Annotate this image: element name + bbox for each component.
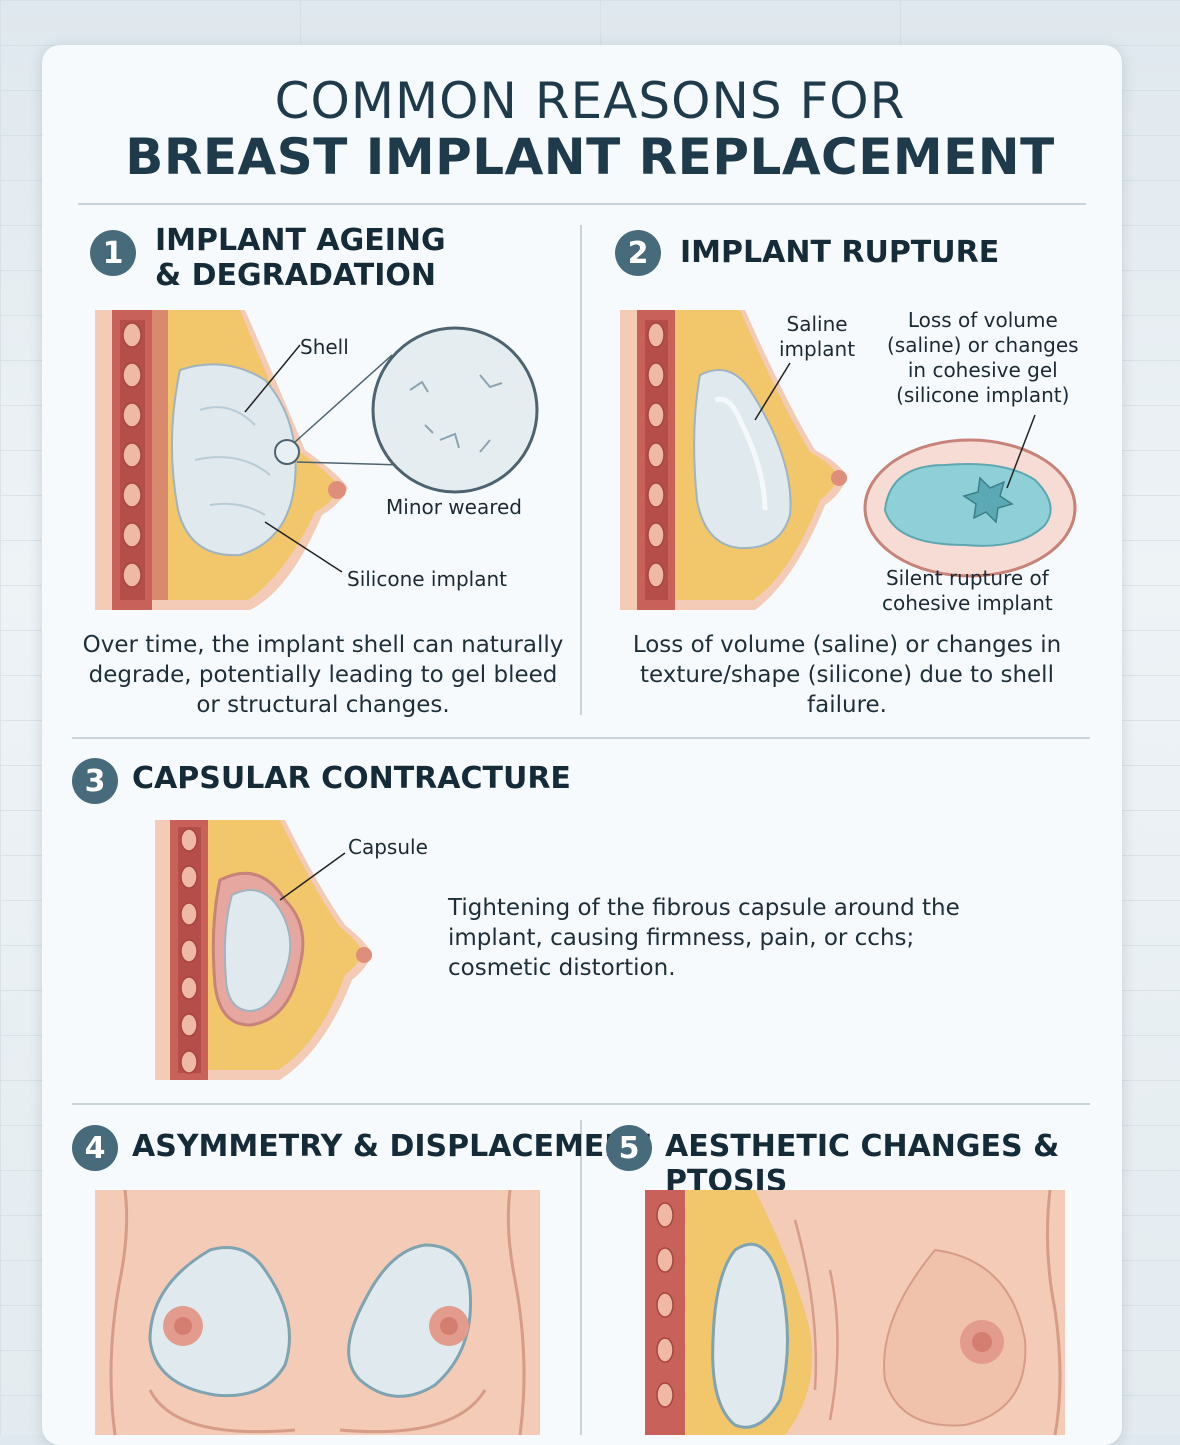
title-line-1: COMMON REASONS FOR [274,72,906,130]
section-5-badge: 5 [606,1125,652,1171]
ptosis-illustration [645,1189,1065,1436]
label-saline-implant: Saline implant [779,312,856,361]
section-divider-1 [72,737,1090,739]
section-1-description: Over time, the implant shell can natural… [82,632,564,718]
section-2-badge: 2 [615,230,661,276]
capsular-contracture-illustration [155,820,372,1080]
label-shell: Shell [300,335,349,359]
section-3-description: Tightening of the fibrous capsule around… [448,895,960,981]
implant-ageing-illustration [95,310,539,610]
section-1-badge: 1 [90,230,136,276]
column-divider-bottom [580,1120,582,1435]
title-divider [78,203,1086,205]
label-minor-weared: Minor weared [386,495,523,519]
label-capsule: Capsule [348,835,428,859]
section-2-title: IMPLANT RUPTURE [680,235,1000,270]
section-3-badge: 3 [72,758,118,804]
section-5-title: AESTHETIC CHANGES & PTOSIS [665,1129,1060,1199]
section-2-description: Loss of volume (saline) or changes in te… [632,632,1062,718]
section-1-title: IMPLANT AGEING & DEGRADATION [155,223,446,293]
implant-rupture-illustration [620,310,1077,610]
title-line-2: BREAST IMPLANT REPLACEMENT [125,128,1055,186]
section-4-title: ASYMMETRY & DISPLACEMENT [132,1129,650,1164]
label-silent-rupture: Silent rupture of cohesive implant [882,566,1053,615]
section-4-badge: 4 [72,1125,118,1171]
asymmetry-illustration [95,1189,540,1436]
label-loss-of-volume: Loss of volume (saline) or changes in co… [887,308,1079,407]
label-silicone-implant: Silicone implant [347,567,507,591]
section-divider-2 [72,1103,1090,1105]
section-3-title: CAPSULAR CONTRACTURE [132,761,571,796]
column-divider-top [580,225,582,715]
